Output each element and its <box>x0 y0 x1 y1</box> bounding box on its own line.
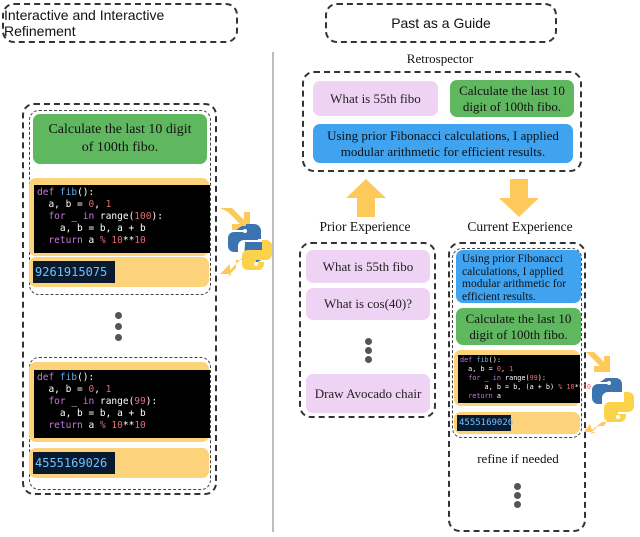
right-panel-title: Past as a Guide <box>325 3 557 43</box>
prior-item-1: What is 55th fibo <box>306 250 430 283</box>
python-logo-icon <box>584 352 634 434</box>
current-insight: Using prior Fibonacci calculations, I ap… <box>456 250 581 303</box>
vertical-ellipsis-icon <box>514 483 521 490</box>
down-arrow-icon <box>499 179 539 217</box>
retro-task: Calculate the last 10 digit of 100th fib… <box>450 80 574 117</box>
result-value-1: 9261915075 <box>33 261 115 283</box>
vertical-ellipsis-icon <box>365 338 372 345</box>
result-block-3: 4555169026 <box>454 412 580 434</box>
result-block-1: 9261915075 <box>29 257 209 287</box>
retrospector-box <box>302 71 582 172</box>
prior-experience-box <box>299 242 436 418</box>
result-value-3: 4555169026 <box>457 415 513 431</box>
refine-label: refine if needed <box>477 451 559 466</box>
panel-divider <box>272 52 274 532</box>
result-block-2: 4555169026 <box>29 448 209 478</box>
code-block-3: def fib(): a, b = 0, 1 for _ in range(99… <box>454 350 591 406</box>
current-task: Calculate the last 10 digit of 100th fib… <box>456 308 581 345</box>
retro-insight: Using prior Fibonacci calculations, I ap… <box>313 124 573 163</box>
vertical-ellipsis-icon <box>115 312 122 319</box>
prior-item-2: What is cos(40)? <box>306 288 430 320</box>
code-editor-1: def fib(): a, b = 0, 1 for _ in range(10… <box>34 185 210 253</box>
task-prompt-1: Calculate the last 10 digit of 100th fib… <box>33 114 207 164</box>
left-interaction-container <box>22 103 217 495</box>
up-arrow-icon <box>346 179 386 217</box>
code-block-1: def fib(): a, b = 0, 1 for _ in range(10… <box>29 178 210 256</box>
prior-item-3: Draw Avocado chair <box>306 374 430 413</box>
python-logo-icon <box>220 208 273 278</box>
current-experience-box <box>448 242 586 532</box>
current-experience-label: Current Experience <box>467 219 573 234</box>
retrospector-label: Retrospector <box>406 51 474 66</box>
current-round <box>452 248 582 438</box>
ellipsis-dot <box>365 347 372 354</box>
retro-query: What is 55th fibo <box>313 81 438 116</box>
ellipsis-dot <box>514 501 521 508</box>
code-block-2: def fib(): a, b = 0, 1 for _ in range(99… <box>29 362 210 442</box>
ellipsis-dot <box>365 356 372 363</box>
ellipsis-dot <box>115 323 122 330</box>
code-editor-2: def fib(): a, b = 0, 1 for _ in range(99… <box>34 370 210 438</box>
prior-experience-label: Prior Experience <box>319 219 411 234</box>
code-editor-3: def fib(): a, b = 0, 1 for _ in range(99… <box>458 355 591 403</box>
ellipsis-dot <box>115 334 122 341</box>
result-value-2: 4555169026 <box>33 452 115 474</box>
left-panel-title: Interactive and Interactive Refinement <box>2 3 238 43</box>
ellipsis-dot <box>514 492 521 499</box>
